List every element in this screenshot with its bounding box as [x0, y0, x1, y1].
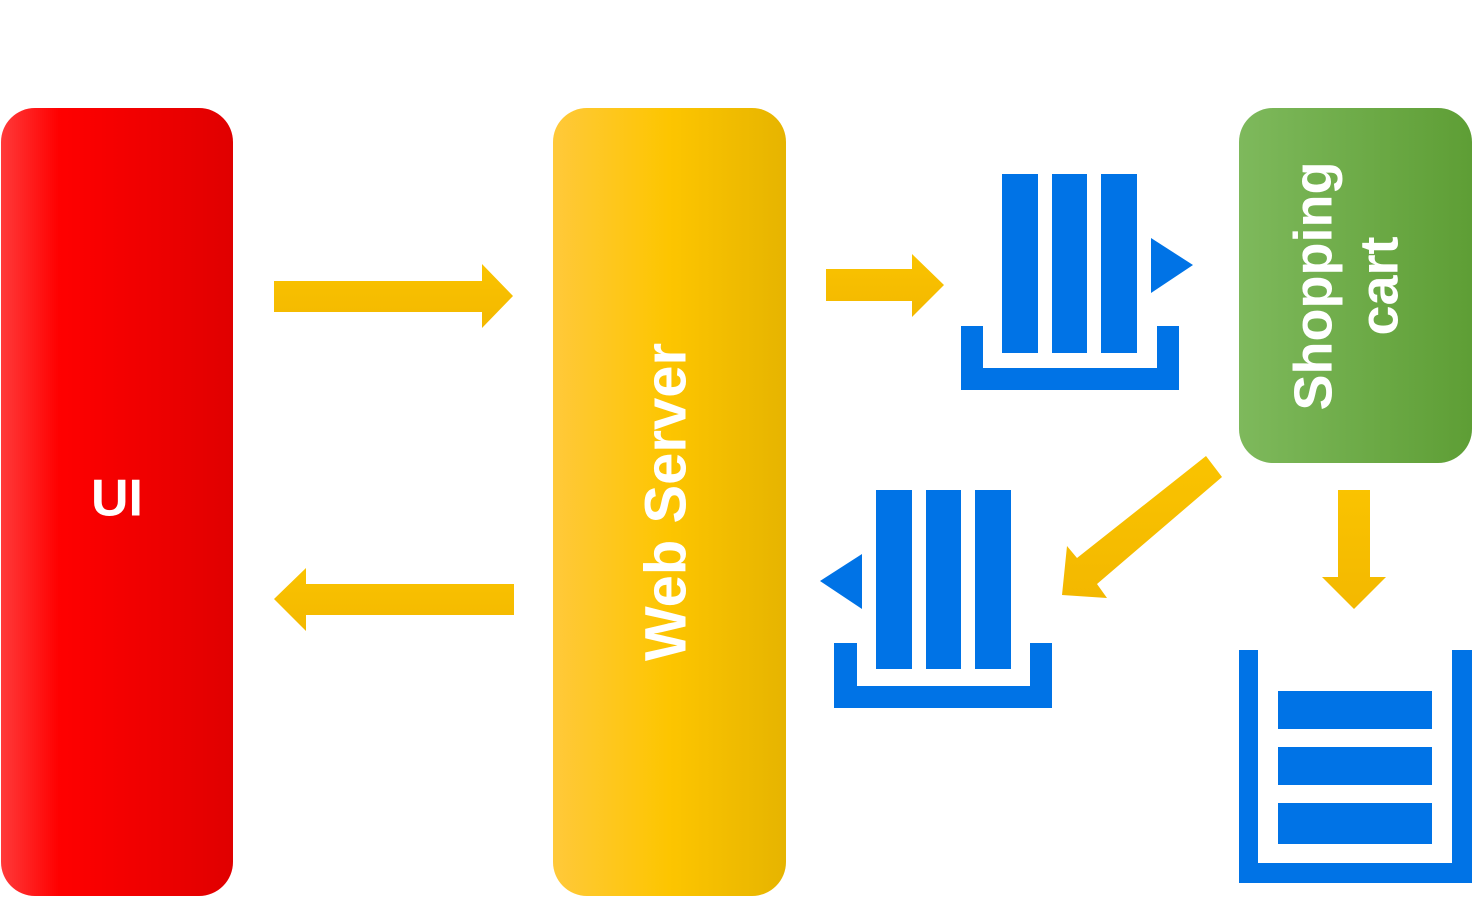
to-response-queue-arrow	[1062, 456, 1222, 598]
ui-box	[1, 108, 233, 896]
web-server-block: Web Server	[553, 108, 786, 896]
request-arrow	[274, 264, 513, 328]
storage-stack-icon	[1239, 650, 1472, 883]
shopping-cart-label-line2: cart	[1349, 236, 1409, 335]
request-queue-icon	[961, 174, 1193, 390]
response-queue-icon	[820, 490, 1052, 708]
response-arrow	[274, 568, 514, 631]
ui-block: UI	[1, 108, 233, 896]
to-storage-arrow	[1322, 490, 1386, 609]
shopping-cart-box	[1239, 108, 1472, 463]
web-server-label: Web Server	[633, 343, 698, 661]
shopping-cart-label-line1: Shopping	[1283, 162, 1343, 411]
to-request-queue-arrow	[826, 254, 944, 317]
shopping-cart-block: Shopping cart	[1239, 108, 1472, 463]
web-server-box	[553, 108, 786, 896]
ui-label: UI	[91, 470, 143, 528]
